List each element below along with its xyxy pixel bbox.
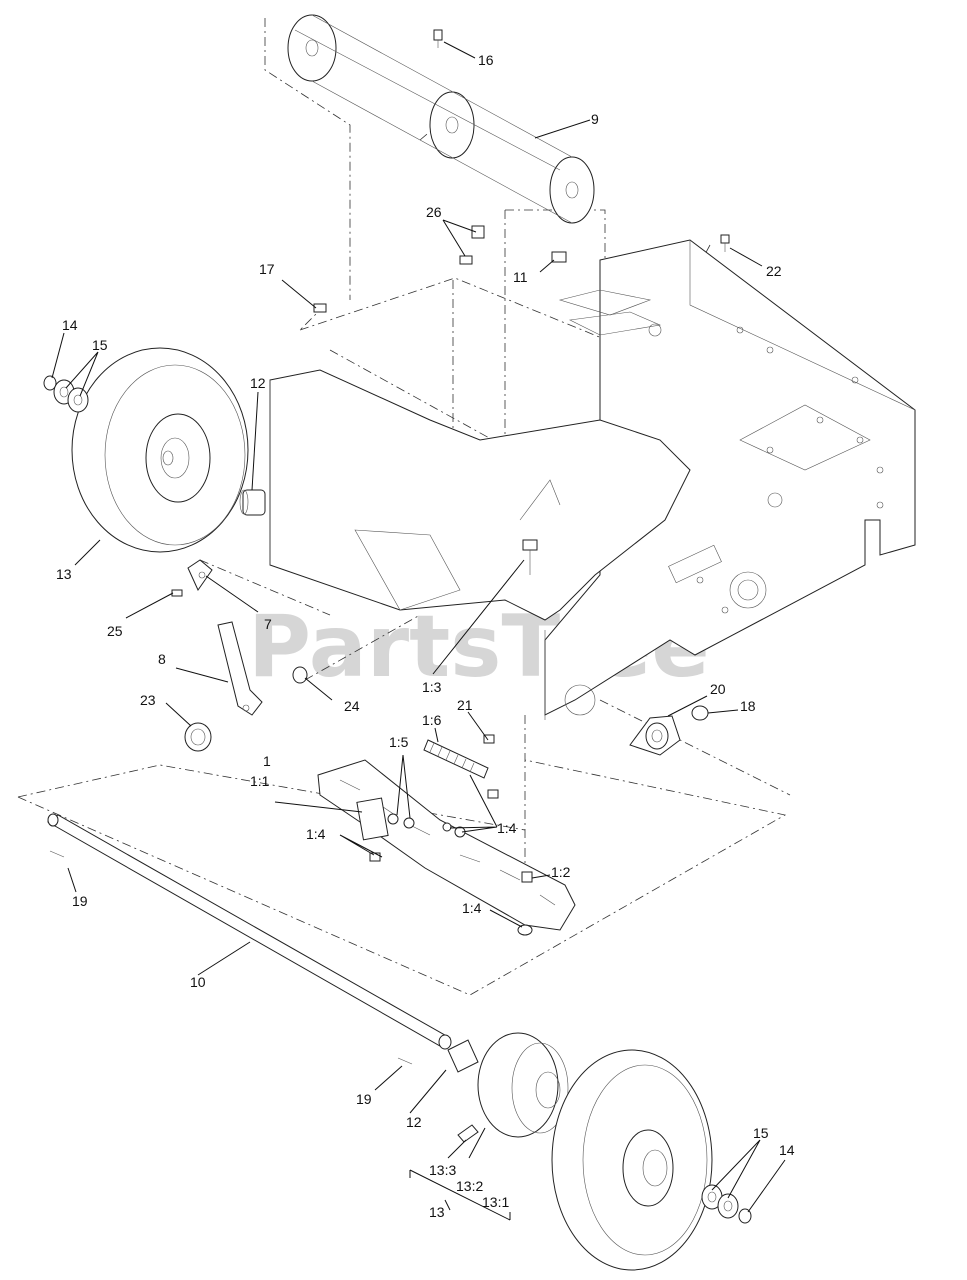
- right-wheel-hardware: [701, 1184, 752, 1224]
- callout-21: 21: [457, 697, 473, 713]
- callout-17: 17: [259, 261, 275, 277]
- callout-1-4-right: 1:4: [497, 820, 517, 836]
- callout-13-3: 13:3: [429, 1162, 456, 1178]
- callout-1-4-left: 1:4: [306, 826, 326, 842]
- callout-10: 10: [190, 974, 206, 990]
- callout-13-left: 13: [56, 566, 72, 582]
- callout-15-left: 15: [92, 337, 108, 353]
- callout-7: 7: [264, 616, 272, 632]
- callout-19-right: 19: [356, 1091, 372, 1107]
- right-wheel: [447, 1032, 713, 1271]
- callout-23: 23: [140, 692, 156, 708]
- callout-8: 8: [158, 651, 166, 667]
- callout-1-2: 1:2: [551, 864, 571, 880]
- callout-1-5: 1:5: [389, 734, 409, 750]
- callout-14-left: 14: [62, 317, 78, 333]
- callout-18: 18: [740, 698, 756, 714]
- callout-14-right: 14: [779, 1142, 795, 1158]
- callout-16: 16: [478, 52, 494, 68]
- left-wheel-hardware: [43, 375, 89, 413]
- frame-assembly: [269, 239, 916, 720]
- callout-15-right: 15: [753, 1125, 769, 1141]
- callout-22: 22: [766, 263, 782, 279]
- left-wheel: [71, 347, 249, 553]
- callout-26: 26: [426, 204, 442, 220]
- callout-1-3: 1:3: [422, 679, 442, 695]
- leader-lines: [51, 41, 786, 1221]
- callout-1-6: 1:6: [422, 712, 442, 728]
- left-bushing: [239, 489, 266, 516]
- callout-1-4-bottom: 1:4: [462, 900, 482, 916]
- callout-1-1: 1:1: [250, 773, 270, 789]
- callout-11: 11: [513, 269, 528, 285]
- callout-13-1: 13:1: [482, 1194, 509, 1210]
- callout-20: 20: [710, 681, 726, 697]
- callout-13-right: 13: [429, 1204, 445, 1220]
- roller-drum: [287, 14, 595, 224]
- callout-9: 9: [591, 111, 599, 127]
- axle: [47, 813, 452, 1065]
- callout-19-left: 19: [72, 893, 88, 909]
- callout-12-left: 12: [250, 375, 266, 391]
- callout-13-2: 13:2: [456, 1178, 483, 1194]
- callout-1: 1: [263, 753, 271, 769]
- callout-12-right: 12: [406, 1114, 422, 1130]
- callout-25: 25: [107, 623, 123, 639]
- callout-labels: 16 9 26 11 22 17 14 15 12 13 25 7 8 24 2…: [56, 52, 795, 1220]
- lever-plate-assembly: [317, 739, 576, 936]
- callout-24: 24: [344, 698, 360, 714]
